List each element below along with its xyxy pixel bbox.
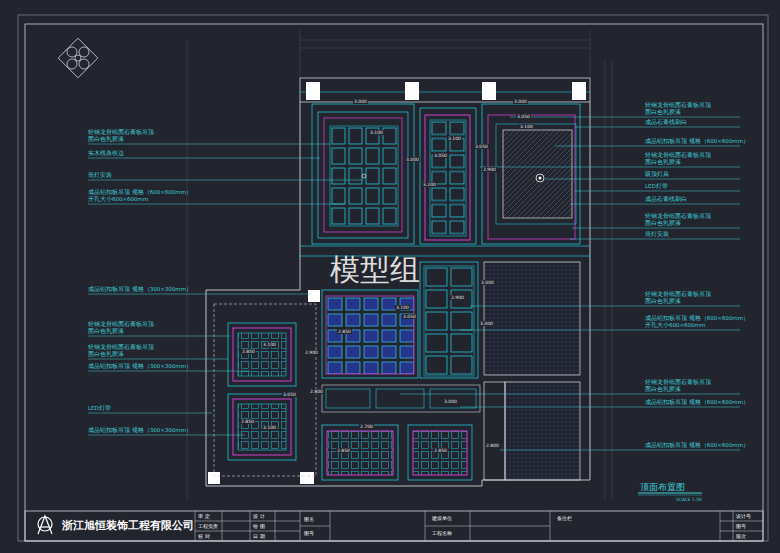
annotation-text: 轻钢龙骨纸面石膏板吊顶 <box>88 321 154 328</box>
annotation-text: 成品石膏线刷白 <box>645 119 687 126</box>
annotation-text: 开孔大小600×600mm <box>88 196 148 203</box>
elevation-label: 3.000 <box>443 399 458 404</box>
title-block-cell: 图号 <box>736 523 746 529</box>
elevation-label: 3.100 <box>447 136 462 141</box>
annotation-text: 面白色乳胶漆 <box>88 351 124 358</box>
annotation-text: 轻钢龙骨纸面石膏板吊顶 <box>88 129 154 136</box>
elevation-label: 2.850 <box>336 448 351 453</box>
elevation-label: 3.100 <box>262 425 277 430</box>
annotation-text: 面白色乳胶漆 <box>88 136 124 143</box>
annotation-text: 筒灯安装 <box>88 172 112 179</box>
annotation-text: 面白色乳胶漆 <box>645 386 681 393</box>
elevation-label: 3.050 <box>402 314 417 319</box>
elevation-label: 3.000 <box>353 99 368 104</box>
annotation-text: 吸顶灯具 <box>645 171 669 178</box>
annotation-text: 轻钢龙骨纸面石膏板吊顶 <box>645 291 711 298</box>
annotation-text: 轻钢龙骨纸面石膏板吊顶 <box>645 379 711 386</box>
elevation-label: 3.200 <box>422 182 437 187</box>
elevation-label: 2.850 <box>241 349 256 354</box>
title-block-cell: 备注栏 <box>557 515 572 521</box>
annotation-text: 筒灯安装 <box>645 231 669 238</box>
annotation-text: 实木线条收边 <box>88 150 124 157</box>
annotation-text: 成品铝扣板吊顶 规格（600×600mm） <box>645 399 749 406</box>
elevation-label: 2.900 <box>304 350 319 355</box>
title-block-cell: 建设单位 <box>432 515 452 521</box>
title-block-cell: 工程名称 <box>432 530 452 536</box>
annotation-text: 成品铝扣板吊顶 规格（300×300mm） <box>88 286 192 293</box>
elevation-label: 2.900 <box>450 295 465 300</box>
title-block-cell: 绘 图 <box>253 523 265 529</box>
annotation-text: 面白色乳胶漆 <box>88 328 124 335</box>
elevation-label: 3.100 <box>262 342 277 347</box>
company-name: 浙江旭恒装饰工程有限公司 <box>62 519 194 532</box>
title-block-cell: 图名 <box>304 516 314 522</box>
elevation-label: 3.100 <box>369 130 384 135</box>
annotation-text: 轻钢龙骨纸面石膏板吊顶 <box>645 213 711 220</box>
scale-note: SCALE 1:50 <box>676 497 702 502</box>
elevation-label: 2.850 <box>240 419 255 424</box>
annotation-text: 面白色乳胶漆 <box>645 298 681 305</box>
drawing-title: 顶面布置图 <box>640 482 685 492</box>
annotation-text: 面白色乳胶漆 <box>645 109 681 116</box>
elevation-label: 3.050 <box>433 153 448 158</box>
elevation-label: 3.000 <box>480 280 495 285</box>
title-block-cell: 审 定 <box>198 513 210 519</box>
title-block-cell: 设计号 <box>736 513 751 519</box>
elevation-label: 2.850 <box>337 329 352 334</box>
annotation-text: 面白色乳胶漆 <box>645 159 681 166</box>
annotation-text: 面白色乳胶漆 <box>645 220 681 227</box>
annotation-text: 成品铝扣板吊顶 规格（300×300mm） <box>88 427 192 434</box>
elevation-label: 3.050 <box>282 392 297 397</box>
watermark: 模型组 <box>330 252 420 288</box>
annotation-text: 轻钢龙骨纸面石膏板吊顶 <box>645 152 711 159</box>
title-block-cell: 设 计 <box>253 513 265 519</box>
elevation-label: 2.800 <box>309 389 324 394</box>
elevation-label: 3.050 <box>516 114 531 119</box>
elevation-label: 2.800 <box>485 443 500 448</box>
annotation-text: LED灯带 <box>88 405 111 412</box>
elevation-label: 2.900 <box>482 167 497 172</box>
elevation-label: 3.000 <box>479 321 494 326</box>
annotation-text: 成品铝扣板吊顶 规格（300×300mm） <box>88 363 192 370</box>
title-block-cell: 版次 <box>736 533 746 539</box>
annotation-text: 轻钢龙骨纸面石膏板吊顶 <box>645 102 711 109</box>
elevation-label: 3.100 <box>519 124 534 129</box>
title-block-cell: 日 期 <box>253 533 265 539</box>
title-block-cell: 工程负责 <box>198 523 218 529</box>
annotation-text: 成品铝扣板吊顶 规格（600×600mm） <box>645 315 749 322</box>
title-block-cell: 校 对 <box>198 533 210 539</box>
title-block-cell: 图号 <box>304 530 314 536</box>
elevation-label: 3.000 <box>513 99 528 104</box>
annotation-text: 成品铝扣板吊顶 规格（600×600mm） <box>645 138 749 145</box>
elevation-label: 2.850 <box>433 448 448 453</box>
annotation-text: 轻钢龙骨纸面石膏板吊顶 <box>88 344 154 351</box>
annotation-text: 成品石膏线刷白 <box>645 196 687 203</box>
annotation-text: LED灯带 <box>645 183 668 190</box>
annotation-text: 成品铝扣板吊顶 规格（600×600mm） <box>88 189 192 196</box>
elevation-label: 3.100 <box>395 305 410 310</box>
elevation-label: 3.000 <box>405 157 420 162</box>
elevation-label: 2.700 <box>359 424 374 429</box>
elevation-label: 3.050 <box>474 144 489 149</box>
annotation-text: 开孔大小600×600mm <box>645 322 705 329</box>
annotation-text: 成品铝扣板吊顶 规格（600×600mm） <box>645 442 749 449</box>
